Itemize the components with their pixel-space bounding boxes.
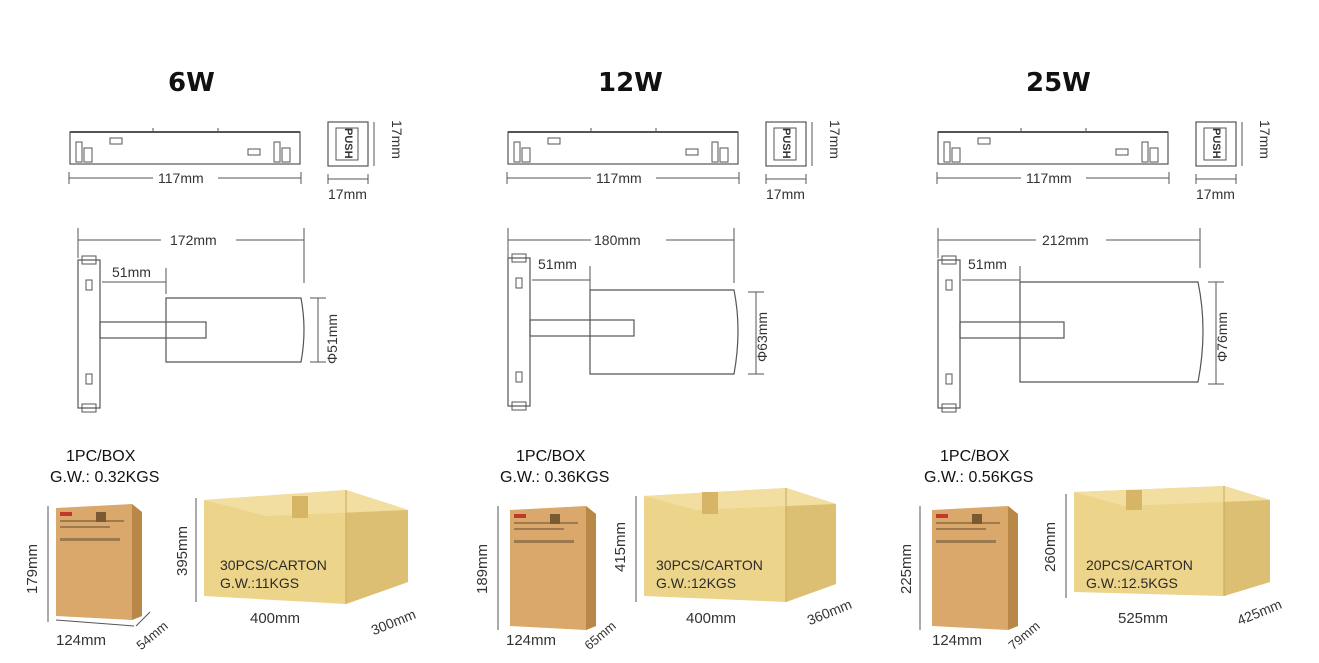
carton-weight-label: G.W.:12KGS: [656, 575, 737, 591]
adapter-length-label: 117mm: [158, 170, 204, 186]
box-weight-label: G.W.: 0.36KGS: [500, 469, 610, 486]
push-label: PUSH: [780, 128, 792, 159]
diameter-label: Φ51mm: [324, 313, 340, 364]
offset-label: 51mm: [538, 256, 577, 272]
dimension-line-icon: [936, 172, 1170, 184]
carton-width-label: 400mm: [250, 610, 301, 627]
variant-6w: 6W 117mm PUSH 17mm 17mm 172mm 51mm: [0, 0, 430, 663]
carton-width-label: 400mm: [686, 610, 737, 627]
push-label: PUSH: [342, 128, 354, 159]
box-width-label: 124mm: [56, 632, 107, 649]
carton-depth-label: 300mm: [368, 605, 418, 639]
adapter-height-label: 17mm: [827, 120, 843, 159]
push-clip-end-view-icon: [327, 121, 375, 167]
push-label: PUSH: [1210, 128, 1222, 159]
adapter-height-label: 17mm: [389, 120, 405, 159]
push-clip-end-view-icon: [1195, 121, 1243, 167]
dimension-line-icon: [1195, 174, 1237, 184]
product-box-icon: [932, 506, 1018, 630]
box-quantity-label: 1PC/BOX: [66, 448, 136, 465]
dimension-line-icon: [765, 174, 807, 184]
dimension-line-icon: [532, 266, 591, 292]
diameter-label: Φ63mm: [754, 311, 770, 362]
dimension-line-icon: [497, 506, 499, 630]
adapter-height-label: 17mm: [1257, 120, 1273, 159]
carton-height-label: 395mm: [174, 525, 191, 576]
adapter-width-label: 17mm: [766, 186, 805, 202]
spotlight-side-view-icon: [77, 255, 305, 413]
product-box-icon: [510, 506, 596, 630]
total-length-label: 212mm: [1042, 232, 1089, 248]
box-width-label: 124mm: [932, 632, 983, 649]
adapter-width-label: 17mm: [328, 186, 367, 202]
dimension-line-icon: [635, 496, 637, 602]
carton-quantity-label: 30PCS/CARTON: [220, 557, 327, 573]
product-box-icon: [56, 504, 142, 620]
total-length-label: 172mm: [170, 232, 217, 248]
box-width-label: 124mm: [506, 632, 557, 649]
spotlight-side-view-icon: [937, 255, 1204, 413]
dimension-line-icon: [68, 172, 302, 184]
variant-title: 25W: [1026, 68, 1091, 98]
dimension-line-icon: [102, 268, 167, 294]
box-weight-label: G.W.: 0.56KGS: [924, 469, 1034, 486]
spotlight-side-view-icon: [507, 253, 739, 411]
dimension-line-icon: [310, 297, 326, 363]
total-length-label: 180mm: [594, 232, 641, 248]
variant-title: 12W: [598, 68, 663, 98]
dimension-line-icon: [937, 228, 1201, 268]
box-height-label: 179mm: [24, 543, 41, 594]
track-adapter-side-view-icon: [507, 128, 739, 165]
carton-quantity-label: 30PCS/CARTON: [656, 557, 763, 573]
box-height-label: 189mm: [474, 543, 491, 594]
box-height-label: 225mm: [898, 543, 915, 594]
dimension-line-icon: [55, 611, 151, 627]
carton-height-label: 415mm: [612, 521, 629, 572]
carton-weight-label: G.W.:12.5KGS: [1086, 575, 1178, 591]
carton-quantity-label: 20PCS/CARTON: [1086, 557, 1193, 573]
dimension-line-icon: [1208, 281, 1224, 385]
box-quantity-label: 1PC/BOX: [940, 448, 1010, 465]
carton-width-label: 525mm: [1118, 610, 1169, 627]
dimension-line-icon: [748, 291, 764, 375]
carton-weight-label: G.W.:11KGS: [220, 575, 300, 591]
offset-label: 51mm: [968, 256, 1007, 272]
dimension-line-icon: [47, 506, 49, 622]
adapter-length-label: 117mm: [1026, 170, 1072, 186]
adapter-length-label: 117mm: [596, 170, 642, 186]
variant-25w: 25W 117mm PUSH 17mm 17mm 212mm 51mm: [870, 0, 1300, 663]
dimension-line-icon: [507, 228, 735, 283]
variant-12w: 12W 117mm PUSH 17mm 17mm 180mm 51mm: [440, 0, 870, 663]
dimension-line-icon: [195, 498, 197, 602]
push-clip-end-view-icon: [765, 121, 813, 167]
shipping-carton-icon: [204, 490, 408, 604]
dimension-line-icon: [919, 506, 921, 630]
dimension-line-icon: [327, 174, 369, 184]
carton-height-label: 260mm: [1042, 521, 1059, 572]
dimension-line-icon: [77, 228, 305, 283]
offset-label: 51mm: [112, 264, 151, 280]
track-adapter-side-view-icon: [937, 128, 1169, 165]
variant-title: 6W: [168, 68, 215, 98]
dimension-line-icon: [506, 172, 740, 184]
box-weight-label: G.W.: 0.32KGS: [50, 469, 160, 486]
track-adapter-side-view-icon: [69, 128, 301, 165]
dimension-line-icon: [1065, 494, 1067, 598]
shipping-carton-icon: [644, 488, 836, 602]
shipping-carton-icon: [1074, 486, 1270, 596]
diameter-label: Φ76mm: [1214, 311, 1230, 362]
box-quantity-label: 1PC/BOX: [516, 448, 586, 465]
adapter-width-label: 17mm: [1196, 186, 1235, 202]
